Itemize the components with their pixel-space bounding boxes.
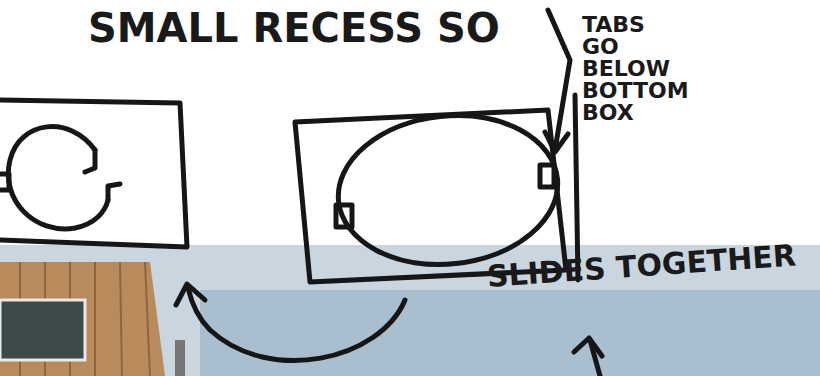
tab-symbol xyxy=(0,174,9,190)
tab-symbol xyxy=(540,165,554,187)
arrow-head xyxy=(574,338,602,356)
arrow-head xyxy=(176,284,205,305)
bottom-box-outline xyxy=(0,100,187,247)
slide-arrow xyxy=(188,288,405,361)
sky-photo xyxy=(200,290,820,376)
leader-line xyxy=(548,10,570,150)
building-cladding xyxy=(0,262,165,376)
recess-notch xyxy=(85,150,120,200)
oval-outline xyxy=(331,105,565,275)
c-shape-outline xyxy=(8,127,108,229)
handwritten-note: TABS GO BELOW BOTTOM BOX xyxy=(582,14,682,124)
handwritten-note: SMALL RECESS SO xyxy=(88,8,558,48)
tab-symbol xyxy=(336,205,352,227)
building-window xyxy=(0,300,85,360)
arrow-head xyxy=(545,132,568,152)
edge-line xyxy=(575,95,578,280)
chimney-flue xyxy=(175,340,185,376)
